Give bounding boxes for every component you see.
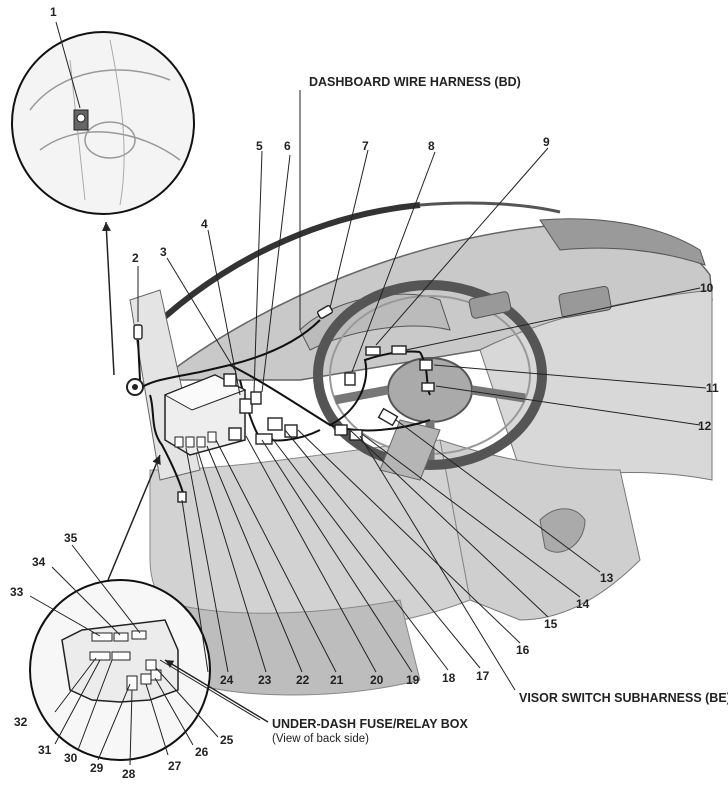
dashboard-illustration <box>129 201 713 696</box>
callout-14: 14 <box>576 597 590 611</box>
callout-29: 29 <box>90 761 104 775</box>
callout-12: 12 <box>698 419 712 433</box>
callout-25: 25 <box>220 733 234 747</box>
leader-lines <box>29 21 707 766</box>
callout-30: 30 <box>64 751 78 765</box>
callout-31: 31 <box>38 743 52 757</box>
label-fuse-box-note: (View of back side) <box>272 733 369 745</box>
callout-7: 7 <box>362 139 369 153</box>
callout-15: 15 <box>544 617 558 631</box>
callout-19: 19 <box>406 673 420 687</box>
callout-4: 4 <box>201 217 208 231</box>
callout-28: 28 <box>122 767 136 781</box>
callout-33: 33 <box>10 585 24 599</box>
callout-1: 1 <box>50 5 57 19</box>
detail-circle-fuse-box <box>29 579 211 761</box>
callout-5: 5 <box>256 139 263 153</box>
detail-circle-ground <box>11 31 195 215</box>
callout-3: 3 <box>160 245 167 259</box>
callout-13: 13 <box>600 571 614 585</box>
callout-17: 17 <box>476 669 490 683</box>
callout-21: 21 <box>330 673 344 687</box>
callout-numbers: 1 2 3 4 5 6 7 8 9 10 11 12 13 14 15 16 1… <box>10 5 719 781</box>
callout-2: 2 <box>132 251 139 265</box>
callout-24: 24 <box>220 673 234 687</box>
callout-18: 18 <box>442 671 456 685</box>
label-visor-switch-subharness: VISOR SWITCH SUBHARNESS (BE) <box>519 691 728 705</box>
callout-9: 9 <box>543 135 550 149</box>
callout-26: 26 <box>195 745 209 759</box>
callout-8: 8 <box>428 139 435 153</box>
callout-35: 35 <box>64 531 78 545</box>
callout-27: 27 <box>168 759 182 773</box>
callout-22: 22 <box>296 673 310 687</box>
callout-34: 34 <box>32 555 46 569</box>
callout-20: 20 <box>370 673 384 687</box>
label-dashboard-wire-harness: DASHBOARD WIRE HARNESS (BD) <box>309 75 521 89</box>
callout-6: 6 <box>284 139 291 153</box>
callout-10: 10 <box>700 281 714 295</box>
callout-32: 32 <box>14 715 28 729</box>
callout-11: 11 <box>706 381 719 395</box>
label-under-dash-fuse-box: UNDER-DASH FUSE/RELAY BOX <box>272 717 469 731</box>
callout-16: 16 <box>516 643 530 657</box>
callout-23: 23 <box>258 673 272 687</box>
